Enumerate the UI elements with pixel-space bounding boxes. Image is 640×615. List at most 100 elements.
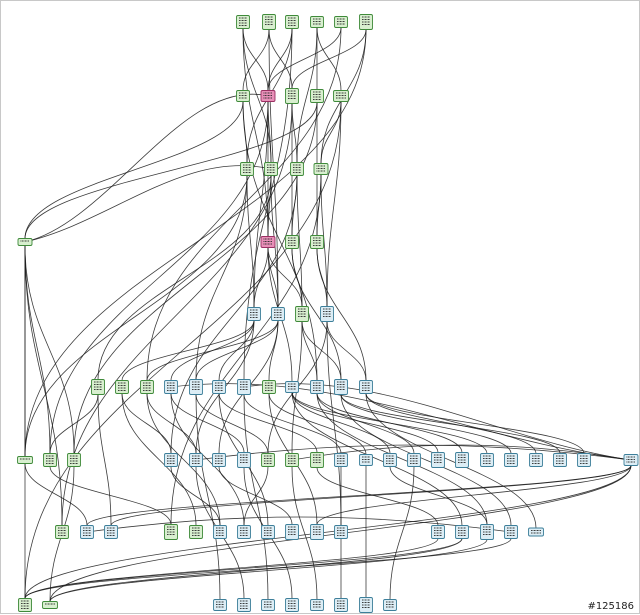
graph-node[interactable] <box>189 525 203 539</box>
graph-node[interactable] <box>17 238 33 246</box>
graph-node[interactable] <box>285 524 299 540</box>
graph-node[interactable] <box>247 307 261 321</box>
graph-node[interactable] <box>240 162 254 176</box>
graph-node[interactable] <box>104 525 118 539</box>
graph-node[interactable] <box>42 601 58 609</box>
graph-node[interactable] <box>212 380 226 394</box>
graph-node[interactable] <box>455 452 469 468</box>
graph-node[interactable] <box>285 453 299 467</box>
graph-node[interactable] <box>334 453 348 467</box>
graph-node[interactable] <box>261 453 275 467</box>
graph-node[interactable] <box>285 381 299 393</box>
graph-node[interactable] <box>213 599 227 611</box>
graph-node[interactable] <box>271 307 285 321</box>
graph-node[interactable] <box>310 89 324 103</box>
graph-node[interactable] <box>334 598 348 612</box>
graph-node[interactable] <box>383 599 397 611</box>
graph-edge <box>24 175 248 457</box>
graph-node[interactable] <box>310 524 324 540</box>
graph-edge <box>24 93 269 243</box>
graph-node[interactable] <box>264 162 278 176</box>
graph-node[interactable] <box>164 453 178 467</box>
graph-node-box <box>359 454 373 466</box>
graph-node[interactable] <box>261 599 275 611</box>
graph-node[interactable] <box>237 452 251 468</box>
graph-node[interactable] <box>359 14 373 30</box>
graph-node-box <box>271 307 285 321</box>
graph-node[interactable] <box>115 380 129 394</box>
graph-node[interactable] <box>212 453 226 467</box>
graph-node[interactable] <box>504 453 518 467</box>
graph-node[interactable] <box>189 453 203 467</box>
graph-node-box <box>240 162 254 176</box>
graph-node[interactable] <box>310 16 324 28</box>
graph-node[interactable] <box>407 453 421 467</box>
graph-node[interactable] <box>623 454 639 466</box>
graph-node[interactable] <box>260 90 276 102</box>
graph-node[interactable] <box>359 597 373 613</box>
graph-node[interactable] <box>310 599 324 611</box>
graph-node[interactable] <box>262 14 276 30</box>
graph-node[interactable] <box>285 15 299 29</box>
graph-node[interactable] <box>553 453 567 467</box>
graph-node[interactable] <box>334 379 348 395</box>
graph-node[interactable] <box>528 527 544 537</box>
graph-node[interactable] <box>359 454 373 466</box>
graph-node[interactable] <box>431 452 445 468</box>
graph-node[interactable] <box>164 380 178 394</box>
graph-edge <box>195 444 632 461</box>
graph-node[interactable] <box>480 453 494 467</box>
graph-node[interactable] <box>320 306 334 322</box>
graph-node[interactable] <box>260 236 276 248</box>
graph-node[interactable] <box>383 453 397 467</box>
graph-node[interactable] <box>577 453 591 467</box>
graph-edge <box>86 516 512 533</box>
graph-node-box <box>480 453 494 467</box>
graph-node[interactable] <box>43 453 57 467</box>
graph-node[interactable] <box>359 380 373 394</box>
graph-node[interactable] <box>236 15 250 29</box>
graph-node[interactable] <box>80 525 94 539</box>
graph-node[interactable] <box>262 380 276 394</box>
graph-node[interactable] <box>310 235 324 249</box>
graph-node[interactable] <box>261 525 275 539</box>
graph-edge <box>340 394 512 526</box>
graph-node[interactable] <box>237 598 251 612</box>
graph-edge <box>24 465 632 599</box>
graph-node[interactable] <box>236 90 250 102</box>
graph-node[interactable] <box>295 306 309 322</box>
graph-edge <box>268 320 279 381</box>
graph-node[interactable] <box>480 524 494 540</box>
graph-node[interactable] <box>285 598 299 612</box>
graph-node[interactable] <box>164 524 178 540</box>
graph-node[interactable] <box>310 452 324 468</box>
graph-node[interactable] <box>313 163 329 175</box>
graph-node[interactable] <box>237 525 251 539</box>
graph-node[interactable] <box>237 379 251 395</box>
graph-node[interactable] <box>17 456 33 464</box>
graph-node[interactable] <box>334 525 348 539</box>
graph-node[interactable] <box>189 379 203 395</box>
graph-node[interactable] <box>310 380 324 394</box>
graph-node[interactable] <box>91 379 105 395</box>
graph-edge <box>301 321 318 381</box>
graph-node[interactable] <box>529 453 543 467</box>
graph-node[interactable] <box>213 525 227 539</box>
graph-node[interactable] <box>285 235 299 249</box>
graph-node[interactable] <box>504 525 518 539</box>
graph-node[interactable] <box>18 598 32 612</box>
graph-node[interactable] <box>290 162 304 176</box>
graph-edge <box>195 394 221 600</box>
graph-node[interactable] <box>455 525 469 539</box>
image-id-label: #125186 <box>585 601 636 612</box>
graph-node-box <box>17 456 33 464</box>
graph-edge <box>340 394 512 454</box>
graph-node[interactable] <box>55 525 69 539</box>
graph-edge <box>296 27 318 163</box>
graph-node[interactable] <box>333 90 349 102</box>
graph-node[interactable] <box>285 88 299 104</box>
graph-node[interactable] <box>140 380 154 394</box>
graph-node[interactable] <box>334 16 348 28</box>
graph-node[interactable] <box>67 453 81 467</box>
graph-node[interactable] <box>431 525 445 539</box>
